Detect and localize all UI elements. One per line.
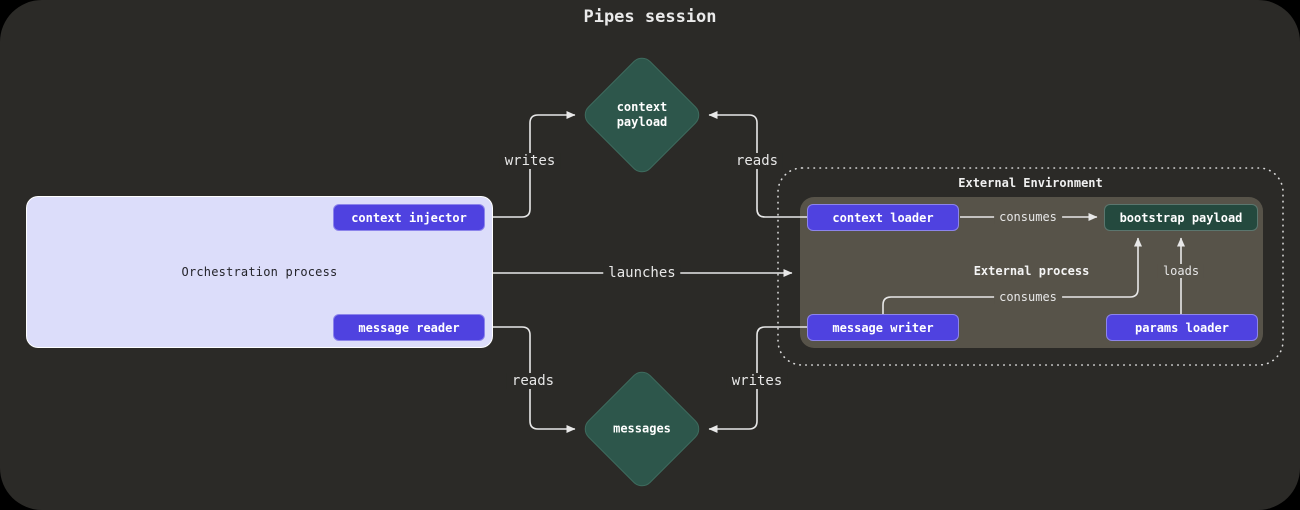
context-injector-chip: context injector bbox=[333, 204, 485, 231]
edge-label-reads-top: reads bbox=[730, 153, 784, 169]
edge-label-writes-top: writes bbox=[499, 153, 561, 169]
edge-label-consumes-top: consumes bbox=[994, 210, 1062, 224]
params-loader-chip: params loader bbox=[1106, 314, 1258, 341]
edge-label-writes-bottom: writes bbox=[726, 373, 788, 389]
external-environment-label: External Environment bbox=[958, 176, 1103, 190]
context-payload-label: context payload bbox=[616, 100, 668, 129]
orchestration-process-label: Orchestration process bbox=[181, 265, 338, 279]
edge-label-consumes-bottom: consumes bbox=[994, 290, 1062, 304]
message-writer-chip: message writer bbox=[807, 314, 959, 341]
edge-label-reads-bottom: reads bbox=[506, 373, 560, 389]
edge-label-launches: launches bbox=[603, 265, 681, 281]
diagram-title: Pipes session bbox=[583, 7, 717, 27]
edge-label-loads: loads bbox=[1157, 264, 1205, 278]
external-process-label: External process bbox=[973, 264, 1090, 278]
external-environment-dashed-border bbox=[777, 167, 1284, 366]
context-loader-chip: context loader bbox=[807, 204, 959, 231]
bootstrap-payload-chip: bootstrap payload bbox=[1104, 204, 1258, 231]
message-reader-chip: message reader bbox=[333, 314, 485, 341]
messages-label: messages bbox=[613, 421, 671, 436]
